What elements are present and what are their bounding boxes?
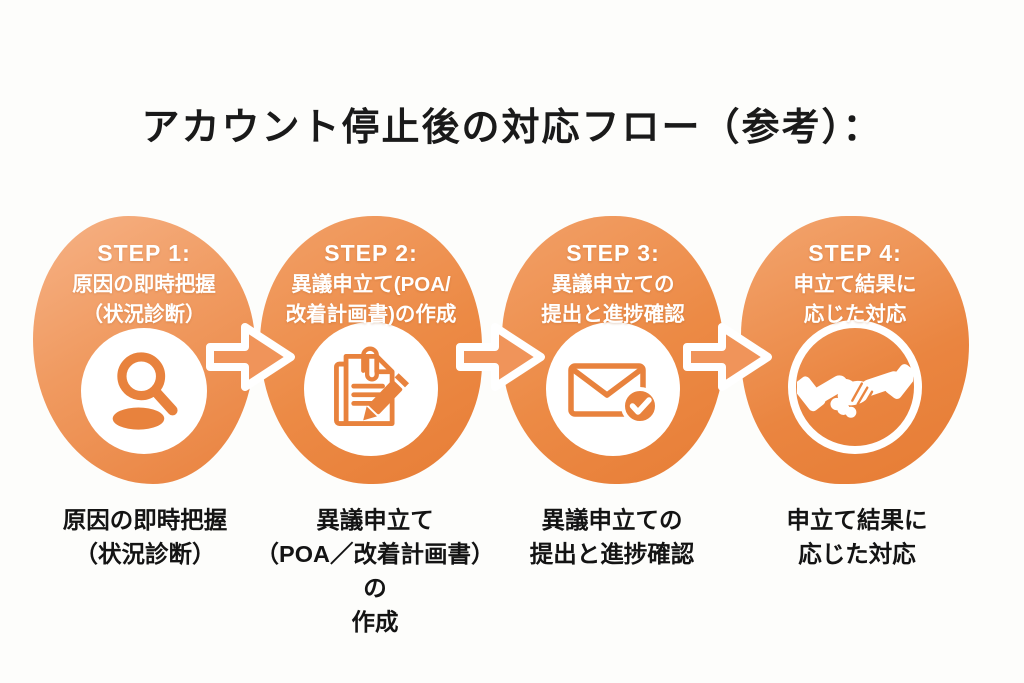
step-4-title-line: 応じた対応 [803, 303, 907, 326]
step-1-icon-disc [81, 328, 207, 454]
step-3-caption: 異議申立ての 提出と進捗確認 [488, 503, 736, 571]
arrow-right-icon [206, 323, 295, 391]
step-1-caption: 原因の即時把握 （状況診断） [25, 503, 265, 571]
step-4-badge: STEP 4: [808, 240, 902, 266]
step-3-title-line: 提出と進捗確認 [541, 303, 685, 326]
step-4-circle: STEP 4: 申立て結果に 応じた対応 [741, 216, 969, 484]
caption-line: 作成 [351, 609, 399, 635]
handshake-icon [797, 364, 913, 418]
step-2-title-line: 改着計画書)の作成 [285, 303, 457, 326]
step-3-heading: STEP 3: 異議申立ての 提出と進捗確認 [502, 216, 724, 330]
step-1-title-line: （状況診断） [82, 303, 206, 326]
step-1-heading: STEP 1: 原因の即時把握 （状況診断） [33, 216, 255, 330]
caption-line: 原因の即時把握 [62, 507, 228, 533]
caption-line: 異議申立て [316, 507, 434, 533]
caption-line: 異議申立ての [541, 507, 683, 533]
step-2-icon-disc [304, 322, 438, 456]
document-pencil-icon [334, 346, 410, 426]
caption-line: （状況診断） [74, 541, 216, 567]
step-1-title-line: 原因の即時把握 [72, 273, 216, 296]
step-1-badge: STEP 1: [97, 240, 191, 266]
step-2-caption: 異議申立て （POA／改着計画書）の 作成 [245, 503, 505, 639]
step-3-title-line: 異議申立ての [551, 273, 675, 296]
caption-line: 申立て結果に [786, 507, 928, 533]
step-4-icon-disc [788, 320, 922, 454]
envelope-check-icon [568, 363, 659, 425]
step-2-circle: STEP 2: 異議申立て(POA/ 改着計画書)の作成 [260, 216, 482, 484]
step-4-heading: STEP 4: 申立て結果に 応じた対応 [741, 216, 969, 330]
step-3-icon-disc [546, 322, 680, 456]
step-2-heading: STEP 2: 異議申立て(POA/ 改着計画書)の作成 [260, 216, 482, 330]
arrow-right-icon [683, 323, 772, 391]
page-title: アカウント停止後の対応フロー（参考）： [141, 107, 883, 149]
step-2-badge: STEP 2: [324, 240, 418, 266]
caption-line: 提出と進捗確認 [529, 541, 695, 567]
arrow-right-icon [456, 323, 545, 391]
step-2-title-line: 異議申立て(POA/ [291, 273, 451, 296]
step-4-caption: 申立て結果に 応じた対応 [733, 503, 981, 571]
step-3-badge: STEP 3: [566, 240, 660, 266]
caption-line: （POA／改着計画書）の [255, 541, 495, 601]
step-4-title-line: 申立て結果に [793, 273, 917, 296]
caption-line: 応じた対応 [798, 541, 916, 567]
magnifier-icon [112, 352, 178, 430]
